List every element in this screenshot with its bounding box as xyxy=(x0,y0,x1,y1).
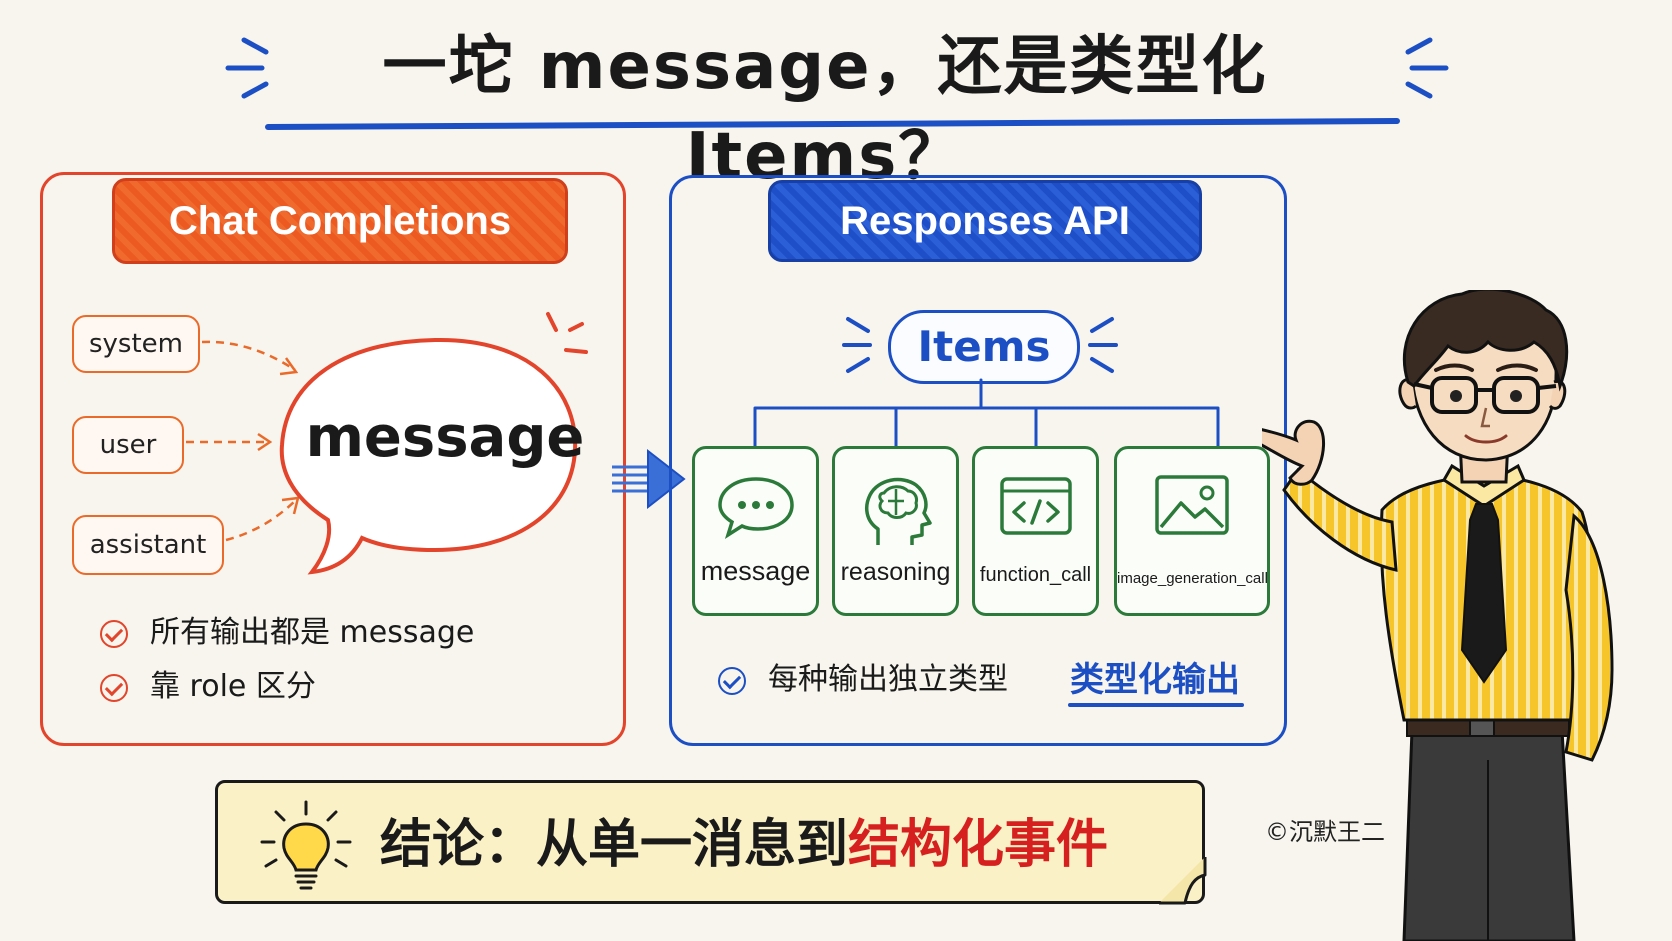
title-spark-left-icon xyxy=(225,37,269,99)
item-label-reasoning: reasoning xyxy=(840,558,951,586)
item-card-message: message xyxy=(692,446,819,616)
chat-completions-header: Chat Completions xyxy=(112,178,568,264)
items-sparks-icon xyxy=(842,317,1118,373)
chat-bubble-icon xyxy=(717,477,794,540)
item-label-image-generation-call: image_generation_call xyxy=(1117,570,1268,587)
items-root-pill: Items xyxy=(888,310,1080,384)
role-arrows xyxy=(186,340,300,542)
transition-arrow-icon xyxy=(612,448,686,510)
check-circle-icon xyxy=(718,666,746,695)
left-check-all-message: 所有输出都是 message xyxy=(100,611,474,655)
role-assistant-pill: assistant xyxy=(72,515,224,575)
left-check-role: 靠 role 区分 xyxy=(100,665,316,709)
item-label-message: message xyxy=(700,556,811,586)
item-card-reasoning: reasoning xyxy=(832,446,959,616)
conclusion-banner xyxy=(215,780,1205,904)
responses-api-panel xyxy=(669,175,1287,746)
role-system-pill: system xyxy=(72,315,200,373)
role-user-pill: user xyxy=(72,416,184,474)
conclusion-prefix: 结论：从单一消息到 xyxy=(380,815,849,875)
item-card-image-generation-call: image_generation_call xyxy=(1114,446,1270,616)
responses-api-header: Responses API xyxy=(768,180,1202,262)
conclusion-highlight: 结构化事件 xyxy=(848,815,1109,875)
page-title: 一坨 message，还是类型化 Items？ xyxy=(382,30,1268,194)
presenter-character-illustration xyxy=(1262,290,1614,941)
code-icon xyxy=(999,477,1072,535)
check-circle-icon xyxy=(100,619,128,648)
item-card-function-call: function_call xyxy=(972,446,1099,616)
title-spark-right-icon xyxy=(1405,37,1449,99)
conclusion-text: 结论：从单一消息到结构化事件 xyxy=(380,810,1108,880)
right-check-independent-types: 每种输出独立类型 xyxy=(718,658,1008,702)
items-tree-connectors xyxy=(753,378,1220,448)
image-icon xyxy=(1155,475,1229,535)
brain-head-icon xyxy=(864,477,932,545)
typed-output-highlight: 类型化输出 xyxy=(1070,660,1240,700)
item-label-function-call: function_call xyxy=(979,564,1092,586)
check-circle-icon xyxy=(100,673,128,702)
typed-output-underline xyxy=(1068,703,1244,707)
banner-curl xyxy=(1159,857,1207,905)
lightbulb-icon xyxy=(260,800,352,890)
message-bubble-label: message xyxy=(305,405,585,470)
chat-completions-panel xyxy=(40,172,626,746)
message-speech-bubble-icon xyxy=(279,312,588,575)
copyright-watermark: ©沉默王二 xyxy=(1265,818,1385,846)
